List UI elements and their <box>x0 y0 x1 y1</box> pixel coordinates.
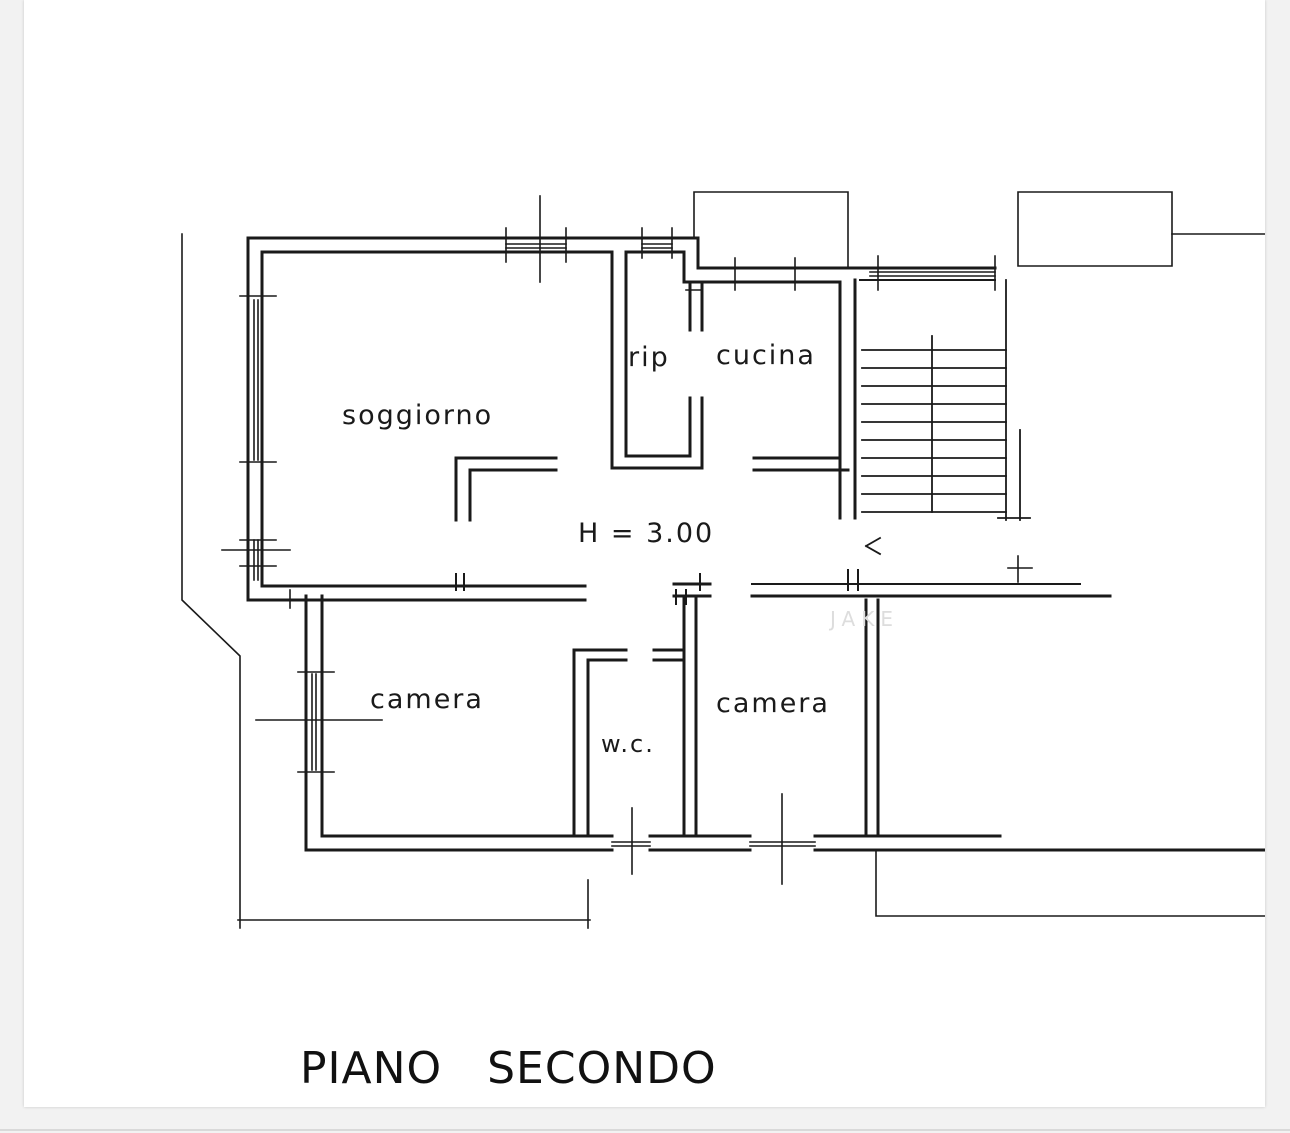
interior-walls <box>454 250 880 838</box>
room-label-soggiorno: soggiorno <box>342 400 493 431</box>
room-label-rip: rip <box>628 342 670 373</box>
bottom-divider <box>0 1129 1290 1131</box>
watermark-brand: idealista <box>506 505 826 582</box>
staircase <box>861 279 1031 556</box>
watermark-sub: JAKE <box>828 607 899 631</box>
dimension-lines <box>181 191 1265 929</box>
room-label-camera-right: camera <box>716 688 830 719</box>
room-label-camera-left: camera <box>370 684 484 715</box>
wall-ticks <box>455 569 859 605</box>
room-label-cucina: cucina <box>716 340 816 371</box>
floor-plan-card: idealista JAKE soggiorno rip cucina H = … <box>24 0 1265 1107</box>
room-label-wc: w.c. <box>601 730 655 758</box>
floor-title: PIANO SECONDO <box>300 1043 717 1094</box>
floor-plan-drawing: idealista JAKE soggiorno rip cucina H = … <box>181 191 1265 1094</box>
windows <box>221 195 996 885</box>
height-note: H = 3.00 <box>578 518 714 549</box>
outer-walls <box>246 236 1265 852</box>
